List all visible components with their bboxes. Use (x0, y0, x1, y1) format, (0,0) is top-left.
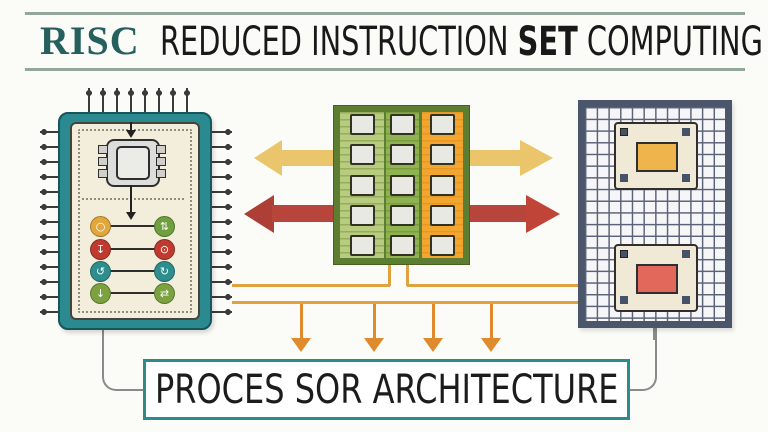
icon-glyph: ○ (95, 220, 106, 233)
bus-line-lower (232, 301, 578, 304)
register-cell (390, 174, 415, 196)
register-cell (349, 174, 375, 196)
register-cell (390, 204, 415, 226)
icon-glyph: ↻ (159, 265, 170, 278)
register-column-orange (422, 112, 463, 258)
indicator-wire (100, 225, 164, 227)
indicator-wire (100, 248, 164, 250)
red-die (636, 264, 678, 294)
download-arrow-icon: ↧ (90, 239, 111, 260)
icon-glyph: ⇅ (159, 220, 170, 233)
orange-die (636, 142, 678, 172)
bus-stub-right (406, 262, 409, 286)
icon-glyph: ⊙ (159, 243, 170, 256)
bus-down-arrowhead-icon (291, 338, 311, 352)
board-bottom-connector (653, 328, 655, 340)
register-cell (349, 144, 375, 166)
icon-glyph: ↓ (95, 287, 106, 300)
ring-icon: ○ (90, 216, 111, 237)
icon-glyph: ↺ (95, 265, 106, 278)
red-arrow-left-head-icon (244, 195, 274, 233)
bus-line-upper-left (232, 284, 390, 287)
chip-module-red (614, 244, 698, 312)
connector-bracket-left (102, 325, 145, 391)
header-title-part3: COMPUTING (577, 19, 763, 65)
header-title-part1: REDUCED INSTRUCTION (160, 19, 518, 65)
register-bank (333, 105, 470, 265)
swap-arrows-icon: ⇄ (154, 283, 175, 304)
cpu-die (116, 146, 150, 180)
bus-down-arrow (490, 304, 493, 338)
header-title: REDUCED INSTRUCTION SET COMPUTING (160, 21, 763, 63)
sort-arrows-icon: ⇅ (154, 216, 175, 237)
cpu-pin (156, 157, 166, 166)
bus-down-arrow (432, 304, 435, 338)
cpu-output-arrowhead-icon (126, 212, 136, 220)
bus-stub-left (388, 262, 391, 286)
register-column-mid-green (386, 112, 419, 258)
cpu-pin (98, 145, 108, 154)
register-cell (390, 114, 415, 135)
chip-pins-top (82, 88, 192, 113)
bus-line-upper-right (407, 284, 578, 287)
register-cell (349, 235, 375, 256)
register-cell (390, 144, 415, 166)
cpu-pin (156, 169, 166, 178)
indicator-wire (100, 292, 164, 294)
register-cell (430, 235, 455, 256)
risc-acronym: RISC (40, 18, 140, 63)
header-rule-bottom (25, 68, 745, 71)
cpu-output-line (130, 185, 132, 212)
header-rule-top (25, 12, 745, 15)
bus-down-arrow (373, 304, 376, 338)
down-arrow-icon: ↓ (90, 283, 111, 304)
bus-down-arrowhead-icon (481, 338, 501, 352)
red-arrow-right-head-icon (526, 195, 560, 233)
register-cell (390, 235, 415, 256)
header-title-part2: SET (517, 19, 578, 65)
bus-down-arrowhead-icon (364, 338, 384, 352)
bus-down-arrowhead-icon (423, 338, 443, 352)
register-cell (349, 204, 375, 226)
redo-icon: ↻ (154, 261, 175, 282)
undo-icon: ↺ (90, 261, 111, 282)
icon-glyph: ⇄ (159, 287, 170, 300)
register-cell (349, 114, 375, 135)
yellow-arrow-left-head-icon (254, 140, 282, 176)
register-column-light-green (340, 112, 384, 258)
chip-dashed-divider (82, 198, 184, 200)
architecture-label: PROCES SOR ARCHITECTURE (154, 366, 619, 413)
register-cell (430, 114, 455, 135)
cpu-pin (98, 157, 108, 166)
connector-bracket-right (630, 328, 657, 391)
chip-bottom-connector (102, 326, 104, 340)
bus-down-arrow (300, 304, 303, 338)
power-icon: ⊙ (154, 239, 175, 260)
icon-glyph: ↧ (95, 243, 106, 256)
cpu-input-arrowhead-icon (126, 130, 136, 138)
register-cell (430, 144, 455, 166)
cpu-pin (98, 169, 108, 178)
register-cell (430, 204, 455, 226)
cpu-pin (156, 145, 166, 154)
register-cell (430, 174, 455, 196)
indicator-wire (100, 270, 164, 272)
cpu-input-line (130, 122, 132, 131)
chip-module-orange (614, 122, 698, 190)
yellow-arrow-right-head-icon (520, 140, 553, 176)
architecture-label-box: PROCES SOR ARCHITECTURE (143, 359, 630, 420)
chip-pins-left (40, 124, 60, 316)
